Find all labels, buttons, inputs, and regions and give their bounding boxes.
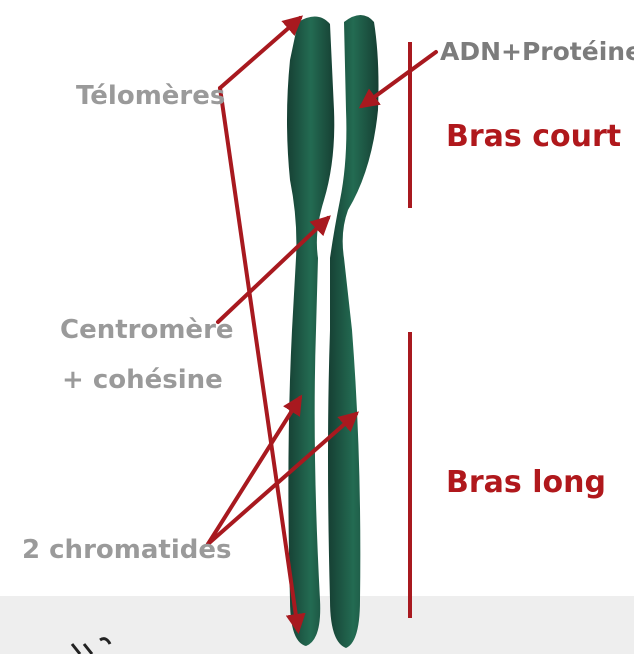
arrow-telomere-bottom (220, 88, 298, 630)
right-chromatid (328, 15, 379, 648)
label-centromere-line1: Centromère (60, 315, 234, 345)
label-bras-long: Bras long (446, 465, 606, 500)
label-adn-proteines: ADN+Protéines (440, 37, 634, 66)
label-telomeres: Télomères (76, 81, 225, 111)
label-chromatides: 2 chromatides (22, 535, 231, 565)
label-bras-court: Bras court (446, 119, 621, 154)
arrow-telomere-top (220, 18, 300, 88)
left-chromatid (287, 16, 334, 646)
arrow-chromatid-left (208, 398, 300, 544)
label-centromere-line2: + cohésine (62, 365, 223, 395)
